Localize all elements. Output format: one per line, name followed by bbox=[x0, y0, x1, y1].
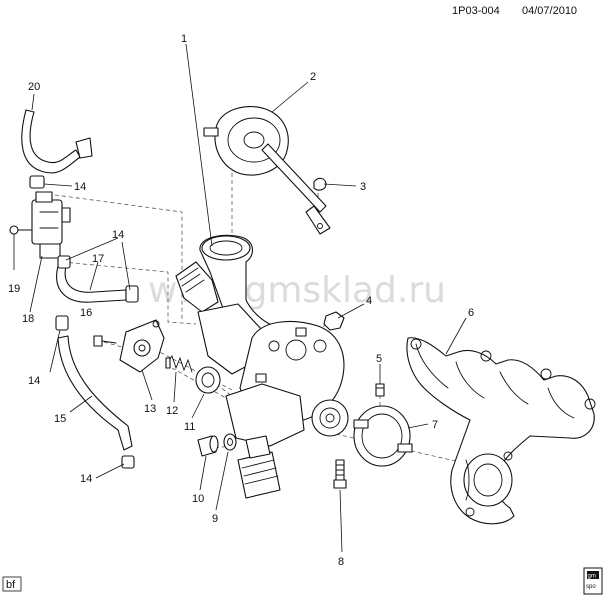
callout-18: 18 bbox=[22, 313, 34, 325]
callout-19: 19 bbox=[8, 283, 20, 295]
turbocharger-part-1 bbox=[175, 234, 349, 499]
svg-text:gm: gm bbox=[588, 574, 596, 580]
callout-labels: 1 2 3 4 5 6 7 8 9 10 11 12 13 14 14 14 1… bbox=[8, 33, 474, 568]
footer-tag: bf bbox=[2, 576, 22, 592]
callout-7: 7 bbox=[432, 419, 438, 431]
washer-part-9 bbox=[223, 433, 237, 451]
callout-5: 5 bbox=[376, 353, 382, 365]
cap-part-11 bbox=[195, 366, 221, 394]
callout-6: 6 bbox=[468, 307, 474, 319]
stud-part-5 bbox=[375, 383, 385, 397]
bracket-part-13 bbox=[119, 319, 165, 373]
callout-14-mid: 14 bbox=[28, 375, 40, 387]
wastegate-actuator-part-2 bbox=[203, 106, 331, 235]
plug-part-10 bbox=[197, 435, 219, 457]
diagram-code: 1P03-004 bbox=[452, 5, 500, 17]
callout-2: 2 bbox=[310, 71, 316, 83]
svg-text:spo: spo bbox=[586, 584, 596, 590]
callout-20: 20 bbox=[28, 81, 40, 93]
solenoid-valve-part-18 bbox=[31, 191, 71, 259]
clamp-part-7 bbox=[353, 405, 413, 467]
callout-3: 3 bbox=[360, 181, 366, 193]
callout-14-hose-top: 14 bbox=[74, 181, 86, 193]
bolt-part-19 bbox=[9, 225, 33, 235]
vacuum-hose-part-20 bbox=[21, 109, 93, 189]
callout-13: 13 bbox=[144, 403, 156, 415]
bolt-part-8 bbox=[333, 459, 347, 489]
callout-10: 10 bbox=[192, 493, 204, 505]
bolt-part-16 bbox=[93, 335, 117, 347]
callout-9: 9 bbox=[212, 513, 218, 525]
callout-8: 8 bbox=[338, 556, 344, 568]
svg-text:bf: bf bbox=[6, 579, 16, 591]
callout-14-bottom: 14 bbox=[80, 473, 92, 485]
callout-17: 17 bbox=[92, 253, 104, 265]
callout-1: 1 bbox=[181, 33, 187, 45]
callout-11: 11 bbox=[184, 421, 195, 433]
exhaust-manifold-part-6 bbox=[406, 337, 596, 525]
callout-14-upper: 14 bbox=[112, 229, 124, 241]
callout-15: 15 bbox=[54, 413, 66, 425]
callout-4: 4 bbox=[366, 295, 372, 307]
hose-part-15 bbox=[55, 315, 135, 469]
hose-part-17 bbox=[56, 255, 139, 303]
diagram-date: 04/07/2010 bbox=[522, 5, 577, 17]
spring-part-12 bbox=[165, 354, 193, 373]
gm-stamp-logo: gm spo bbox=[583, 567, 603, 595]
leader-lines bbox=[13, 43, 467, 553]
callout-12: 12 bbox=[166, 405, 178, 417]
nut-part-4 bbox=[323, 311, 345, 331]
callout-16: 16 bbox=[80, 307, 92, 319]
